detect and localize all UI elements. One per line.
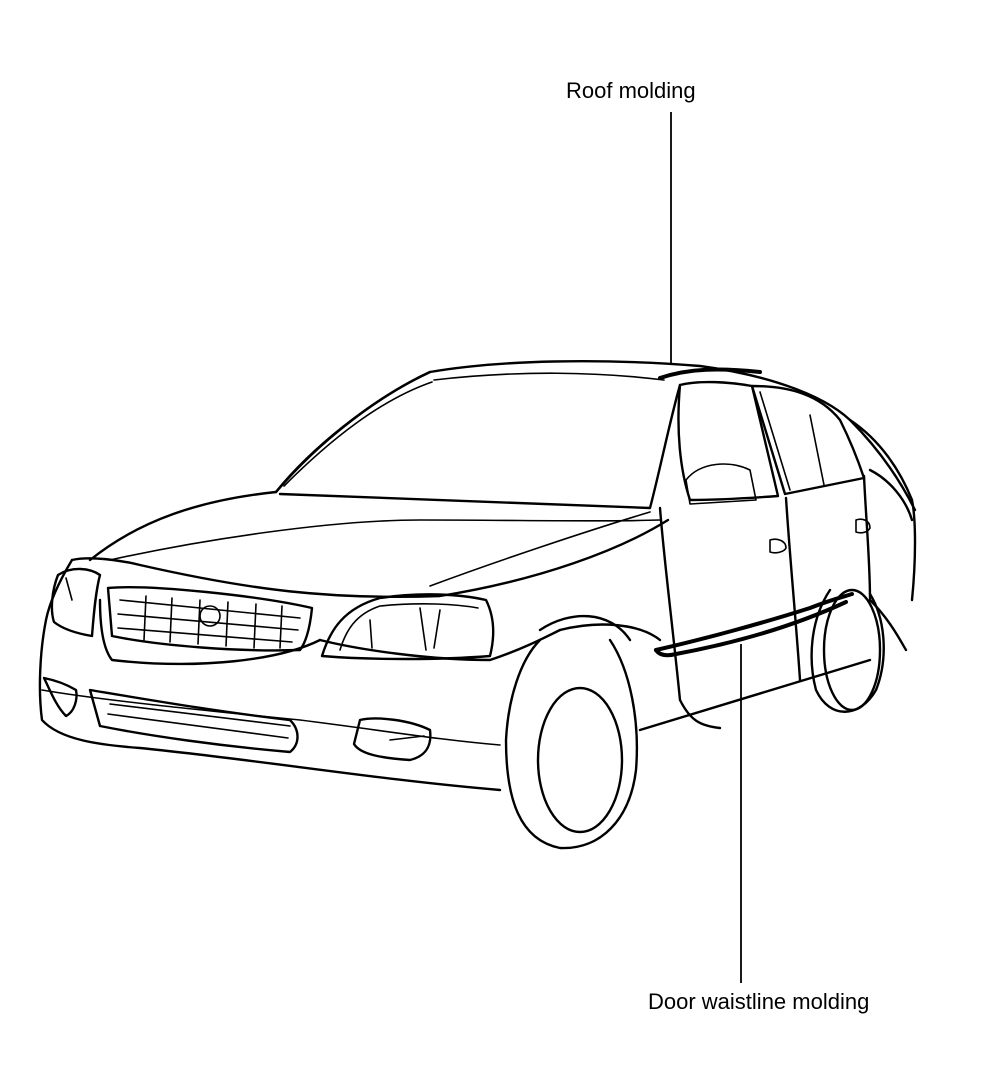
right-headlight — [320, 593, 495, 661]
door-waistline-molding-label: Door waistline molding — [648, 989, 870, 1014]
front-body — [38, 558, 562, 792]
left-headlight — [50, 567, 102, 638]
front-wheel — [504, 614, 639, 850]
car-roof — [274, 360, 917, 512]
hood — [70, 490, 670, 599]
door-waistline-molding — [654, 592, 854, 658]
grille — [106, 586, 314, 652]
windshield — [278, 381, 682, 510]
rear-body — [848, 418, 917, 652]
roof-molding-label: Roof molding — [566, 78, 696, 103]
side-windows — [677, 380, 866, 505]
rear-wheel — [810, 588, 885, 713]
front-bumper — [42, 676, 432, 762]
doors — [558, 474, 872, 732]
